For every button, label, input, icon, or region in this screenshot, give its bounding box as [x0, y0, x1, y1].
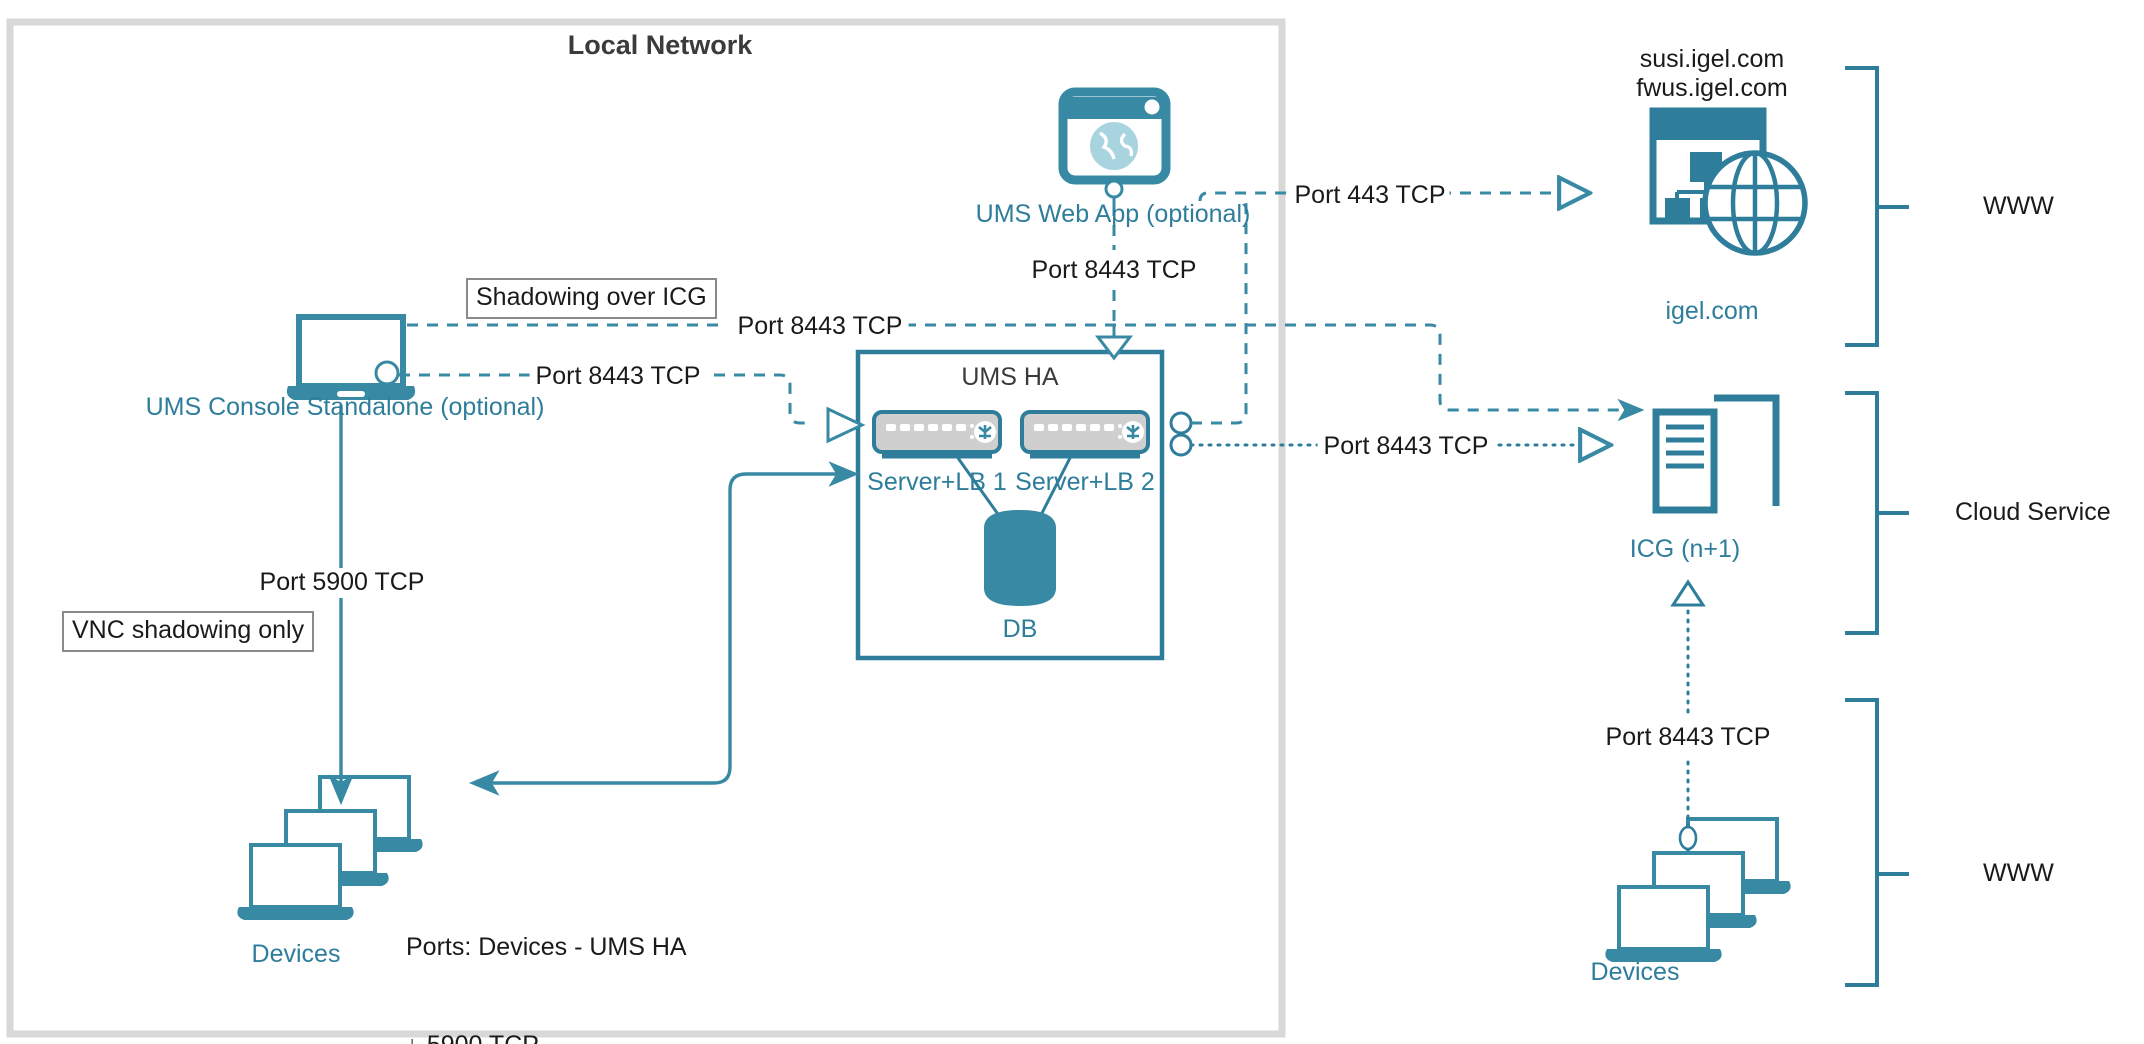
ums-ha-boundary: [855, 349, 1165, 661]
igel-host-susi: susi.igel.com: [1639, 45, 1785, 73]
callout-shadowing-over-icg: Shadowing over ICG: [466, 278, 717, 319]
port-list: Ports: Devices - UMS HA ↓·5900 TCP ↓·300…: [406, 866, 687, 1044]
database-cylinder-icon: [984, 510, 1056, 606]
laptop-stack-icon-local: [237, 775, 423, 920]
port-list-row: ↓·5900 TCP: [406, 1029, 687, 1044]
callout-vnc-shadowing-only: VNC shadowing only: [62, 611, 315, 652]
zone-label-cloud-service: Cloud Service: [1955, 498, 2111, 526]
server-lb-2-label: Server+LB 2: [1015, 468, 1155, 496]
igel-com-label: igel.com: [1665, 297, 1759, 325]
devices-remote-label: Devices: [1590, 958, 1680, 986]
laptop-icon: [286, 314, 416, 400]
zone-label-www-top: WWW: [1983, 192, 2054, 220]
ums-ha-title: UMS HA: [961, 363, 1059, 391]
conn-umsha-devices-bidir: [468, 461, 860, 796]
conn-label-shadowing-icg: Port 8443 TCP: [731, 312, 909, 342]
local-network-title: Local Network: [567, 30, 753, 60]
browser-globe-icon: [1058, 87, 1171, 205]
conn-label-remote-devices-icg: Port 8443 TCP: [1599, 723, 1777, 753]
server-appliance-icon-1: [872, 410, 1002, 459]
conn-label-port-5900-tcp: Port 5900 TCP: [251, 568, 433, 598]
conn-label-console-umsha: Port 8443 TCP: [529, 362, 707, 392]
devices-local-label: Devices: [251, 940, 341, 968]
ums-web-app-label: UMS Web App (optional): [975, 200, 1251, 228]
laptop-stack-icon-remote: [1605, 817, 1791, 962]
icg-label: ICG (n+1): [1629, 535, 1741, 563]
server-tower-icon: [1652, 394, 1780, 514]
igel-host-fwus: fwus.igel.com: [1636, 74, 1788, 102]
zone-label-www-bottom: WWW: [1983, 859, 2054, 887]
conn-umsha-port-circles: [1169, 203, 1248, 457]
server-lb-1-label: Server+LB 1: [867, 468, 1007, 496]
port-list-title: Ports: Devices - UMS HA: [406, 933, 687, 961]
conn-label-port-443-tcp: Port 443 TCP: [1290, 181, 1450, 211]
server-appliance-icon-2: [1020, 410, 1150, 459]
db-label: DB: [1002, 615, 1038, 643]
web-site-globe-icon: [1649, 107, 1808, 256]
conn-label-webapp-umsha: Port 8443 TCP: [1025, 256, 1203, 286]
ums-console-label: UMS Console Standalone (optional): [145, 393, 545, 421]
conn-remote-devices-to-icg: [1670, 579, 1706, 829]
zone-bracket-www-bottom: [1845, 698, 1909, 987]
conn-label-umsha-icg: Port 8443 TCP: [1317, 432, 1495, 462]
zone-bracket-www-top: [1845, 66, 1909, 347]
zone-bracket-cloud-service: [1845, 391, 1909, 635]
